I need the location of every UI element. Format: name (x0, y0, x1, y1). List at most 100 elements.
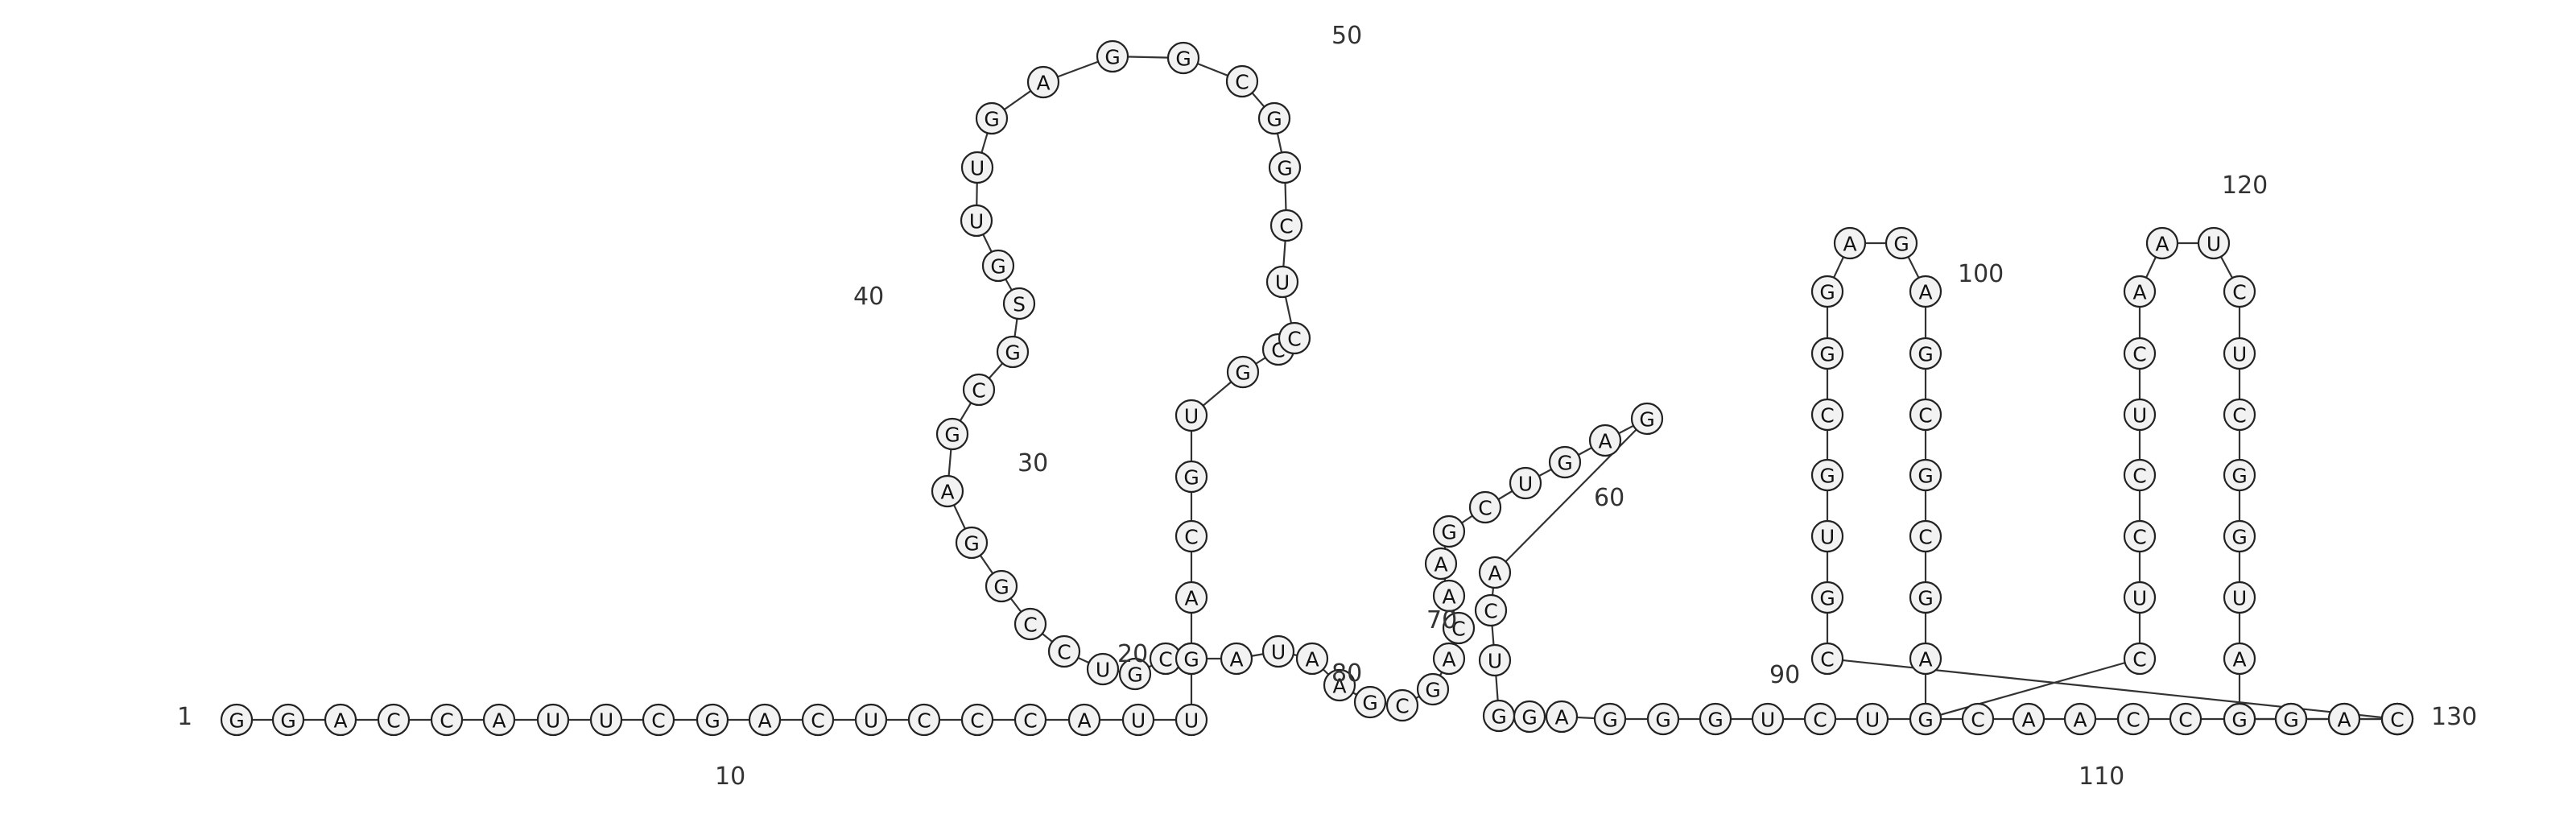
nucleotide-98: G (1810, 275, 1844, 308)
nucleotide-circle (1803, 702, 1837, 736)
nucleotide-letter: U (969, 210, 984, 234)
nucleotide-letter: A (1554, 706, 1568, 729)
nucleotide-letter: A (1598, 430, 1612, 453)
nucleotide-circle (2123, 458, 2157, 492)
nucleotide-letter: C (1820, 648, 1834, 672)
nucleotide-circle (1909, 275, 1942, 308)
nucleotide-8: U (589, 703, 623, 737)
nucleotide-letter: C (2132, 526, 2146, 549)
nucleotide-letter: C (1023, 709, 1037, 733)
nucleotide-circle (2169, 702, 2202, 736)
nucleotide-48: C (1047, 634, 1081, 668)
nucleotide-circle (1810, 337, 1844, 370)
nucleotide-102: G (1909, 337, 1942, 370)
nucleotide-letter: G (993, 576, 1009, 599)
nucleotide-circle (1509, 466, 1542, 500)
nucleotide-54: U (1261, 634, 1295, 668)
nucleotide-3: A (324, 703, 357, 737)
nucleotide-layer: GGACCAUUCGACUCCCAUUGACGUGCCUCGGCGGAGUUGS… (220, 39, 2414, 737)
nucleotide-letter: A (1918, 648, 1932, 672)
nucleotide-letter: A (940, 481, 954, 504)
nucleotide-31: G (1257, 101, 1291, 135)
nucleotide-letter: U (546, 709, 560, 733)
nucleotide-70: A (1478, 556, 1512, 589)
nucleotide-circle (748, 703, 782, 737)
nucleotide-15: C (960, 703, 994, 737)
nucleotide-circle (1013, 607, 1047, 641)
nucleotide-circle (907, 703, 941, 737)
nucleotide-letter: G (1918, 587, 1933, 610)
nucleotide-letter: C (811, 709, 824, 733)
nucleotide-letter: A (1305, 648, 1319, 672)
nucleotide-circle (960, 151, 994, 184)
nucleotide-letter: U (1096, 659, 1110, 682)
nucleotide-116: A (2145, 226, 2179, 260)
position-label-100: 100 (1958, 260, 2004, 288)
nucleotide-34: G (1096, 39, 1129, 73)
nucleotide-circle (2327, 702, 2361, 736)
nucleotide-letter: G (229, 709, 244, 733)
nucleotide-10: G (696, 703, 729, 737)
nucleotide-38: U (960, 204, 993, 238)
nucleotide-circle (1588, 424, 1622, 457)
nucleotide-letter: U (2132, 404, 2147, 428)
nucleotide-39: G (981, 249, 1015, 283)
nucleotide-circle (1833, 226, 1867, 260)
nucleotide-letter: C (1478, 497, 1492, 520)
nucleotide-circle (589, 703, 623, 737)
nucleotide-circle (1278, 321, 1311, 355)
nucleotide-circle (1220, 642, 1253, 676)
nucleotide-letter: G (1639, 408, 1654, 432)
nucleotide-letter: G (1918, 465, 1933, 488)
nucleotide-4: C (377, 703, 411, 737)
nucleotide-letter: C (1918, 404, 1932, 428)
nucleotide-circle (1513, 700, 1546, 734)
nucleotide-47: C (1013, 607, 1047, 641)
nucleotide-28: U (1265, 265, 1299, 299)
nucleotide-letter: A (492, 709, 506, 733)
nucleotide-63: A (1424, 547, 1458, 581)
nucleotide-circle (1548, 445, 1582, 479)
nucleotide-circle (955, 526, 989, 560)
nucleotide-letter: G (1491, 705, 1506, 729)
nucleotide-72: U (1478, 643, 1512, 677)
nucleotide-letter: A (758, 709, 771, 733)
nucleotide-circle (1810, 398, 1844, 432)
nucleotide-circle (1646, 702, 1680, 736)
nucleotide-121: G (2223, 458, 2256, 492)
nucleotide-letter: U (2207, 233, 2221, 256)
nucleotide-circle (1295, 642, 1329, 676)
nucleotide-2: G (271, 703, 305, 737)
nucleotide-circle (1265, 265, 1299, 299)
backbone-link (1494, 418, 1648, 573)
nucleotide-circle (1026, 65, 1060, 99)
nucleotide-19: U (1174, 703, 1208, 737)
nucleotide-circle (1268, 151, 1302, 184)
nucleotide-circle (1118, 657, 1152, 691)
nucleotide-letter: C (1451, 618, 1465, 641)
nucleotide-78: G (1699, 702, 1732, 736)
nucleotide-77: G (1646, 702, 1680, 736)
nucleotide-circle (1353, 685, 1387, 719)
nucleotide-circle (1166, 41, 1200, 75)
nucleotide-circle (1424, 547, 1458, 581)
position-label-60: 60 (1594, 484, 1624, 512)
nucleotide-41: G (996, 335, 1030, 369)
nucleotide-50: G (1118, 657, 1152, 691)
nucleotide-circle (2380, 702, 2414, 736)
nucleotide-circle (996, 335, 1030, 369)
nucleotide-80: C (1803, 702, 1837, 736)
nucleotide-circle (1593, 702, 1627, 736)
nucleotide-30: G (1268, 151, 1302, 184)
position-label-30: 30 (1018, 449, 1048, 477)
nucleotide-circle (981, 249, 1015, 283)
nucleotide-letter: A (1184, 587, 1198, 610)
nucleotide-letter: C (386, 709, 400, 733)
nucleotide-circle (2123, 337, 2157, 370)
nucleotide-letter: C (1235, 71, 1249, 94)
nucleotide-100: G (1885, 226, 1918, 260)
position-label-130: 130 (2431, 703, 2477, 731)
nucleotide-57: G (1353, 685, 1387, 719)
nucleotide-5: C (430, 703, 464, 737)
nucleotide-circle (220, 703, 254, 737)
